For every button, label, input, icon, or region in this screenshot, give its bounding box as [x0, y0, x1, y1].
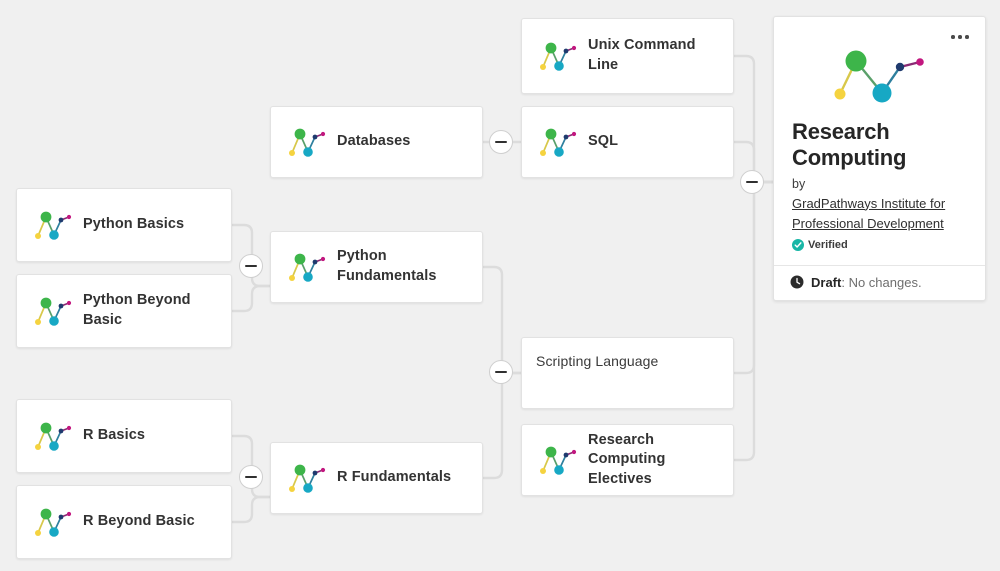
- tree-node-label: Unix Command Line: [588, 37, 696, 73]
- tree-node-r-fundamentals[interactable]: R Fundamentals: [270, 442, 483, 514]
- tree-node-scripting-language[interactable]: Scripting Language: [521, 337, 734, 409]
- verified-label: Verified: [808, 238, 848, 251]
- minus-icon: [245, 264, 257, 268]
- author-prefix-label: by: [792, 176, 806, 191]
- network-graph-icon: [289, 464, 326, 493]
- page-title: Research Computing: [792, 119, 907, 170]
- tree-node-python-basics[interactable]: Python Basics: [16, 188, 232, 262]
- minus-icon: [495, 140, 507, 144]
- verified-check-icon: [792, 238, 804, 251]
- network-graph-icon: [35, 211, 72, 240]
- minus-icon: [245, 475, 257, 479]
- tree-node-r-beyond-basic[interactable]: R Beyond Basic: [16, 485, 232, 559]
- tree-node-research-computing-electives[interactable]: Research Computing Electives: [521, 424, 734, 496]
- toggle-r-group[interactable]: [239, 465, 263, 489]
- tree-node-label: R Basics: [83, 427, 146, 444]
- tree-node-python-beyond-basic[interactable]: Python Beyond Basic: [16, 274, 232, 348]
- network-graph-icon: [35, 297, 72, 326]
- tree-node-label: R Fundamentals: [337, 469, 452, 486]
- clock-icon: [790, 275, 804, 289]
- network-graph-logo: [834, 50, 924, 103]
- network-graph-icon: [540, 42, 577, 71]
- tree-node-python-fundamentals[interactable]: Python Fundamentals: [270, 231, 483, 303]
- credential-info-card: Research Computing by GradPathways Insti…: [773, 16, 986, 301]
- tree-node-sql[interactable]: SQL: [521, 106, 734, 178]
- organization-link[interactable]: GradPathways Institute for Professional …: [792, 195, 946, 231]
- tree-node-unix-command-line[interactable]: Unix Command Line: [521, 18, 734, 94]
- tree-node-label: Research Computing Electives: [588, 431, 666, 487]
- tree-node-label: Databases: [337, 133, 411, 150]
- toggle-python-group[interactable]: [239, 254, 263, 278]
- status-state: Draft: [811, 274, 842, 290]
- verified-badge: Verified: [792, 238, 967, 251]
- status-bar: Draft: No changes.: [774, 264, 985, 300]
- minus-icon: [746, 180, 758, 184]
- tree-node-label: Python Fundamentals: [337, 248, 437, 284]
- network-graph-icon: [35, 422, 72, 451]
- status-detail: : No changes.: [841, 274, 922, 290]
- network-graph-icon: [289, 128, 326, 157]
- network-graph-icon: [35, 508, 72, 537]
- tree-node-label: Python Basics: [83, 216, 185, 233]
- network-graph-icon: [289, 253, 326, 282]
- toggle-root[interactable]: [740, 170, 764, 194]
- tree-node-label: Python Beyond Basic: [83, 292, 191, 328]
- tree-node-label: Scripting Language: [536, 353, 659, 369]
- tree-node-label: R Beyond Basic: [83, 513, 195, 530]
- toggle-fundamentals-group[interactable]: [489, 360, 513, 384]
- network-graph-icon: [540, 128, 577, 157]
- ellipsis-icon[interactable]: [945, 25, 975, 49]
- tree-node-r-basics[interactable]: R Basics: [16, 399, 232, 473]
- tree-node-databases[interactable]: Databases: [270, 106, 483, 178]
- tree-node-label: SQL: [588, 133, 619, 150]
- toggle-databases-group[interactable]: [489, 130, 513, 154]
- network-graph-icon: [540, 446, 577, 475]
- minus-icon: [495, 370, 507, 374]
- status-badge: Draft: No changes.: [811, 275, 922, 290]
- card-body: Research Computing by GradPathways Insti…: [774, 17, 985, 265]
